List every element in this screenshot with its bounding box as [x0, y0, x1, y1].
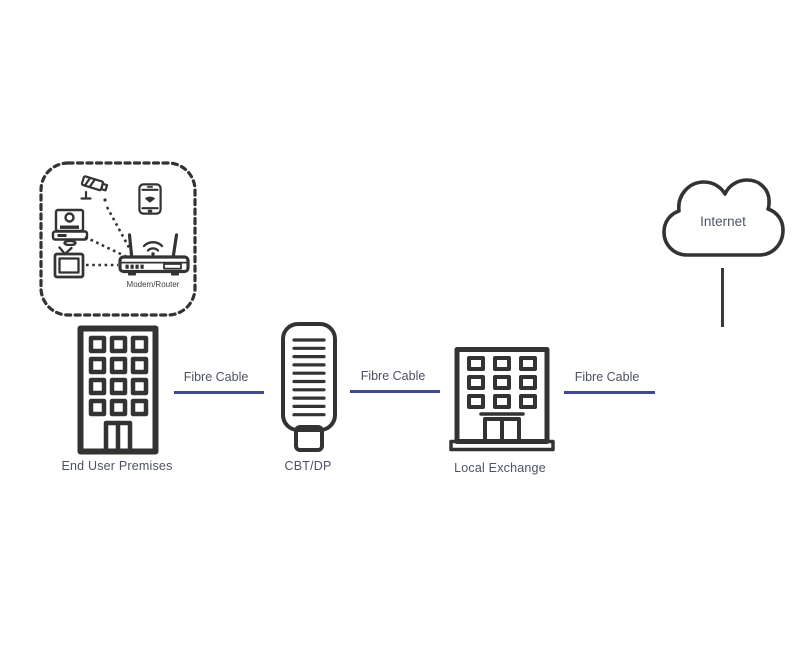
computer-icon: [51, 208, 89, 246]
home-network-boundary: [39, 161, 197, 317]
fibre-cable-line-1: [174, 391, 264, 394]
fibre-cable-label-2: Fibre Cable: [360, 369, 426, 383]
modem-router-label: Modem/Router: [126, 280, 180, 289]
end-user-premises-label: End User Premises: [61, 459, 173, 473]
internet-drop-line: [721, 268, 724, 327]
end-user-premises-icon: [77, 325, 159, 455]
internet-label: Internet: [700, 214, 746, 229]
fibre-cable-line-2: [350, 390, 440, 393]
wifi-arc-inner: [146, 247, 160, 252]
internet-cloud-icon: [662, 178, 785, 257]
tv-icon: [53, 246, 85, 279]
local-exchange-label: Local Exchange: [454, 461, 546, 475]
wifi-dot: [151, 252, 155, 256]
fibre-cable-line-3: [564, 391, 655, 394]
fibre-cable-label-1: Fibre Cable: [183, 370, 249, 384]
cbt-dp-cabinet-icon: [281, 322, 337, 452]
local-exchange-icon: [449, 347, 555, 452]
cbt-dp-label: CBT/DP: [284, 459, 332, 473]
modem-router-icon: [118, 233, 190, 276]
smartphone-icon: [138, 183, 162, 215]
dashed-border: [39, 161, 197, 317]
wifi-arc-outer: [142, 241, 164, 248]
fibre-cable-label-3: Fibre Cable: [574, 370, 640, 384]
cctv-camera-icon: [80, 175, 109, 202]
wireless-dotted-links: [84, 206, 134, 267]
computer-to-router-link: [84, 235, 128, 259]
camera-to-router-link: [105, 206, 134, 254]
